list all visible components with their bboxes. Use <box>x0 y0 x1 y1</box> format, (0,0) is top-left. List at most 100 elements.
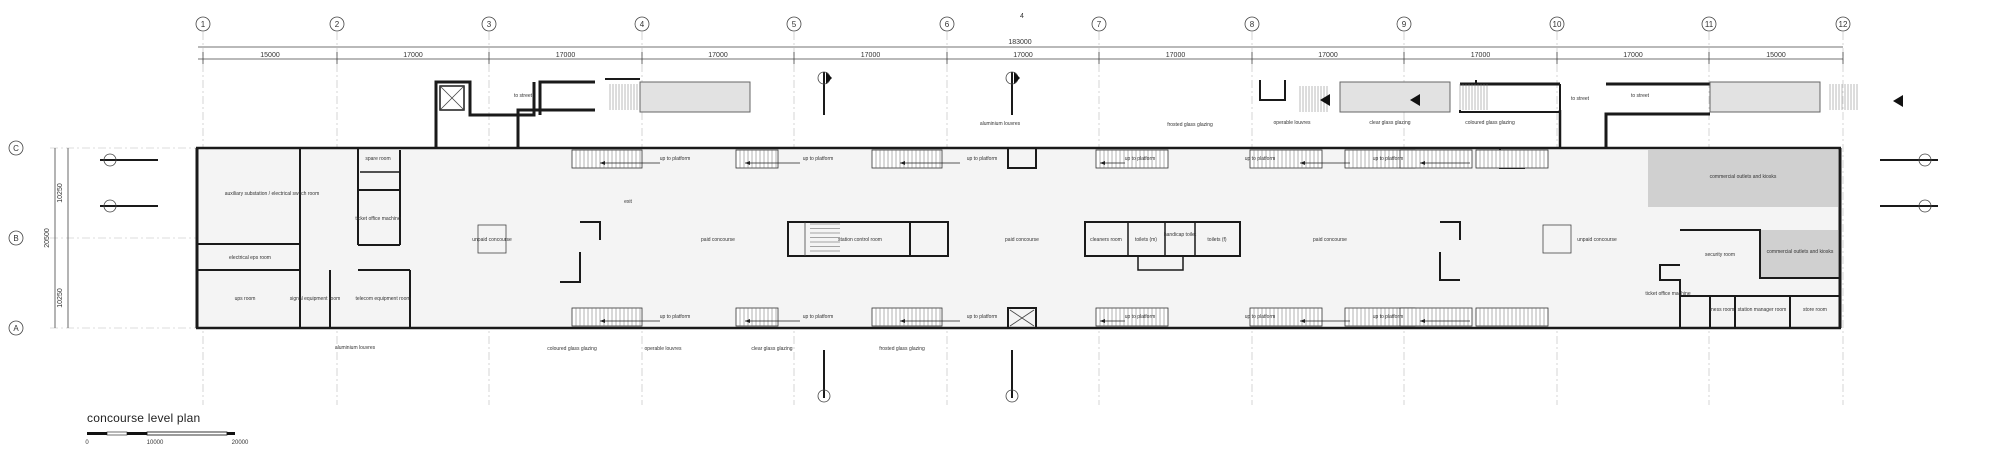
security-room-label: security room <box>1705 252 1735 258</box>
span-dimension-1: 15000 <box>260 52 280 59</box>
column-label-2: 2 <box>335 20 340 29</box>
column-label-5: 5 <box>792 20 797 29</box>
column-label-9: 9 <box>1402 20 1407 29</box>
north-section-mark: 4 <box>1020 13 1024 20</box>
stair-12 <box>1095 307 1169 327</box>
row-dimension-upper: 10250 <box>57 183 64 203</box>
cleaners-room-label: cleaners room <box>1090 237 1122 243</box>
commercial-outlets-1-label: commercial outlets and kiosks <box>1710 174 1777 180</box>
up-to-platform-labels: up to platform up to platform up to platfo… <box>600 156 1470 323</box>
row-dimension-lower: 10250 <box>57 288 64 308</box>
up-to-platform-5: up to platform <box>1245 156 1276 162</box>
mess-room-label: mess room <box>1710 307 1735 313</box>
paid-concourse-1-label: paid concourse <box>701 237 735 243</box>
span-dimension-10: 17000 <box>1623 52 1643 59</box>
coloured-glass-bottom: coloured glass glazing <box>547 346 597 352</box>
stair-14 <box>1344 307 1416 327</box>
column-label-1: 1 <box>201 20 206 29</box>
column-bubble-11 <box>1701 16 1717 32</box>
drawing-title: concourse level plan <box>87 411 201 425</box>
material-annotations: aluminium louvres frosted glass glazing … <box>335 120 1515 352</box>
scale-bar: 0 10000 20000 <box>85 431 249 446</box>
span-dimension-9: 17000 <box>1471 52 1491 59</box>
scale-label-0: 0 <box>85 440 89 446</box>
row-label-c: C <box>13 144 19 153</box>
column-bubble-10 <box>1549 16 1565 32</box>
up-to-platform-12: up to platform <box>1373 314 1404 320</box>
span-dimension-2: 17000 <box>403 52 423 59</box>
handicap-toilet-label: handicap toilet <box>1164 232 1197 238</box>
column-bubble-3 <box>481 16 497 32</box>
column-label-8: 8 <box>1250 20 1255 29</box>
column-bubble-8 <box>1244 16 1260 32</box>
aluminium-louvres-bottom: aluminium louvres <box>335 345 376 351</box>
up-to-platform-3: up to platform <box>967 156 998 162</box>
to-street-labels: to street to street to street exit <box>514 93 1650 205</box>
clear-glass-bottom: clear glass glazing <box>751 346 792 352</box>
stairs-and-escalators <box>571 149 1549 327</box>
coloured-glass-top: coloured glass glazing <box>1465 120 1515 126</box>
column-label-7: 7 <box>1097 20 1102 29</box>
stair-10 <box>735 307 779 327</box>
column-label-10: 10 <box>1553 20 1562 29</box>
up-to-platform-7: up to platform <box>660 314 691 320</box>
station-control-label: station control room <box>838 237 882 243</box>
aluminium-louvres-top: aluminium louvres <box>980 121 1021 127</box>
scale-label-10000: 10000 <box>147 440 164 446</box>
ticket-office-right-label: ticket office machine <box>1645 291 1690 297</box>
unpaid-concourse-left-label: unpaid concourse <box>472 237 512 243</box>
stair-3 <box>871 149 943 169</box>
up-to-platform-10: up to platform <box>1125 314 1156 320</box>
operable-louvres-top: operable louvres <box>1274 120 1311 126</box>
walls <box>195 78 1842 330</box>
section-markers <box>100 71 1938 403</box>
entrance-escalators <box>609 81 1858 113</box>
commercial-outlets-2-label: commercial outlets and kiosks <box>1767 249 1834 255</box>
exit-label: exit <box>624 199 632 205</box>
up-to-platform-6: up to platform <box>1373 156 1404 162</box>
span-dimension-3: 17000 <box>556 52 576 59</box>
store-room-label: store room <box>1803 307 1827 313</box>
room-labels: auxiliary substation / electrical switch… <box>225 156 1834 313</box>
control-room-stair <box>810 223 840 252</box>
ups-room-label: ups room <box>235 296 256 302</box>
paid-concourse-2-label: paid concourse <box>1005 237 1039 243</box>
stair-11 <box>871 307 943 327</box>
column-label-6: 6 <box>945 20 950 29</box>
telecom-room-label: telecom equipment room <box>355 296 410 302</box>
column-bubble-7 <box>1091 16 1107 32</box>
signal-room-label: signal equipment room <box>290 296 341 302</box>
up-to-platform-1: up to platform <box>660 156 691 162</box>
column-label-12: 12 <box>1839 20 1848 29</box>
total-width-dimension: 183000 <box>1008 39 1031 46</box>
toilets-m-label: toilets (m) <box>1135 237 1157 243</box>
to-street-center: to street <box>1571 96 1590 102</box>
row-label-b: B <box>13 234 18 243</box>
up-to-platform-9: up to platform <box>967 314 998 320</box>
span-dimension-11: 15000 <box>1766 52 1786 59</box>
electrical-eps-label: electrical eps room <box>229 255 271 261</box>
paid-concourse-3-label: paid concourse <box>1313 237 1347 243</box>
stair-4 <box>1095 149 1169 169</box>
column-bubble-4 <box>634 16 650 32</box>
up-to-platform-11: up to platform <box>1245 314 1276 320</box>
stair-7 <box>1399 149 1473 169</box>
total-depth-dimension: 20500 <box>44 228 51 248</box>
column-bubble-12 <box>1835 16 1851 32</box>
frosted-glass-top: frosted glass glazing <box>1167 122 1213 128</box>
to-street-right: to street <box>1631 93 1650 99</box>
stair-16 <box>1475 307 1549 327</box>
stair-15 <box>1399 307 1473 327</box>
toilets-f-label: toilets (f) <box>1207 237 1227 243</box>
span-dimension-8: 17000 <box>1318 52 1338 59</box>
column-bubble-1 <box>195 16 211 32</box>
clear-glass-top: clear glass glazing <box>1369 120 1410 126</box>
stair-1 <box>571 149 643 169</box>
ticket-office-left-label: ticket office machine <box>355 216 400 222</box>
grid-lines <box>50 32 1844 405</box>
spare-room-label: spare room <box>365 156 390 162</box>
concourse-floor <box>198 148 1841 328</box>
